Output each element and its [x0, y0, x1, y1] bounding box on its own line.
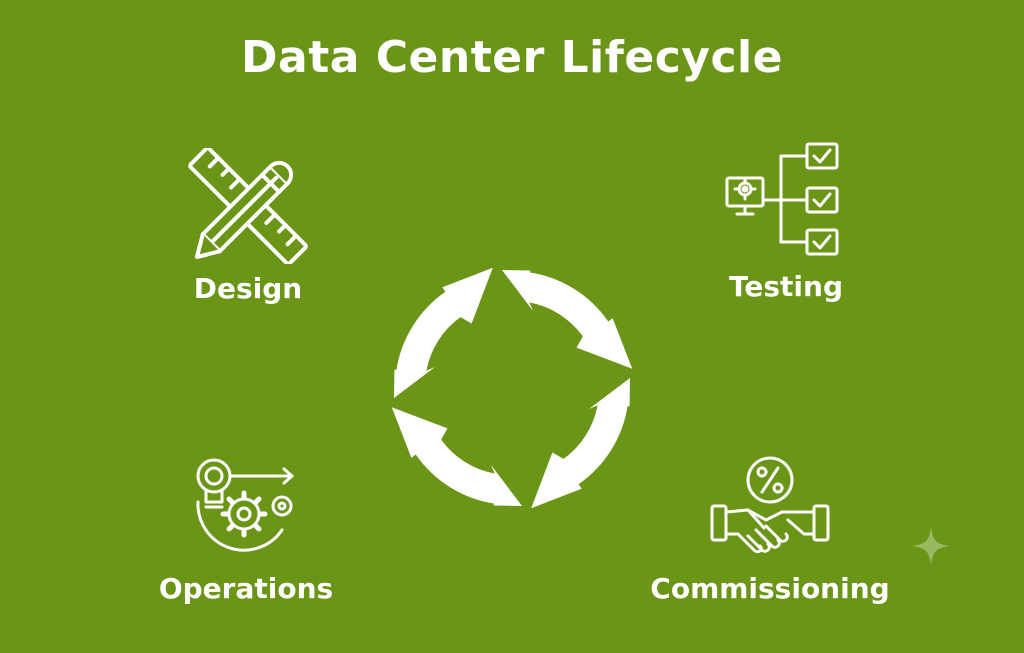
cycle-arrow-top-left: [394, 267, 493, 398]
cycle-arrow-bottom-right: [531, 378, 630, 509]
cycle-arrow-top-right: [502, 270, 633, 369]
stage-operations: Operations: [126, 454, 366, 605]
stage-label-commissioning: Commissioning: [650, 572, 890, 605]
cycle-arrow-bottom-left: [391, 407, 522, 506]
stage-design: Design: [128, 148, 368, 305]
page-title: Data Center Lifecycle: [241, 32, 783, 83]
cycle-arrows-icon: [391, 267, 633, 509]
gear-lightbulb-icon: [196, 458, 294, 552]
stage-label-testing: Testing: [729, 270, 843, 303]
stage-label-operations: Operations: [158, 572, 334, 605]
checklist-icon: [725, 142, 839, 256]
sparkle-icon: [912, 527, 950, 565]
handshake-percent-icon: [710, 456, 830, 554]
stage-commissioning: Commissioning: [650, 454, 890, 605]
stage-testing: Testing: [666, 142, 906, 303]
ruler-pencil-icon: [188, 148, 308, 264]
stage-label-design: Design: [193, 272, 303, 305]
